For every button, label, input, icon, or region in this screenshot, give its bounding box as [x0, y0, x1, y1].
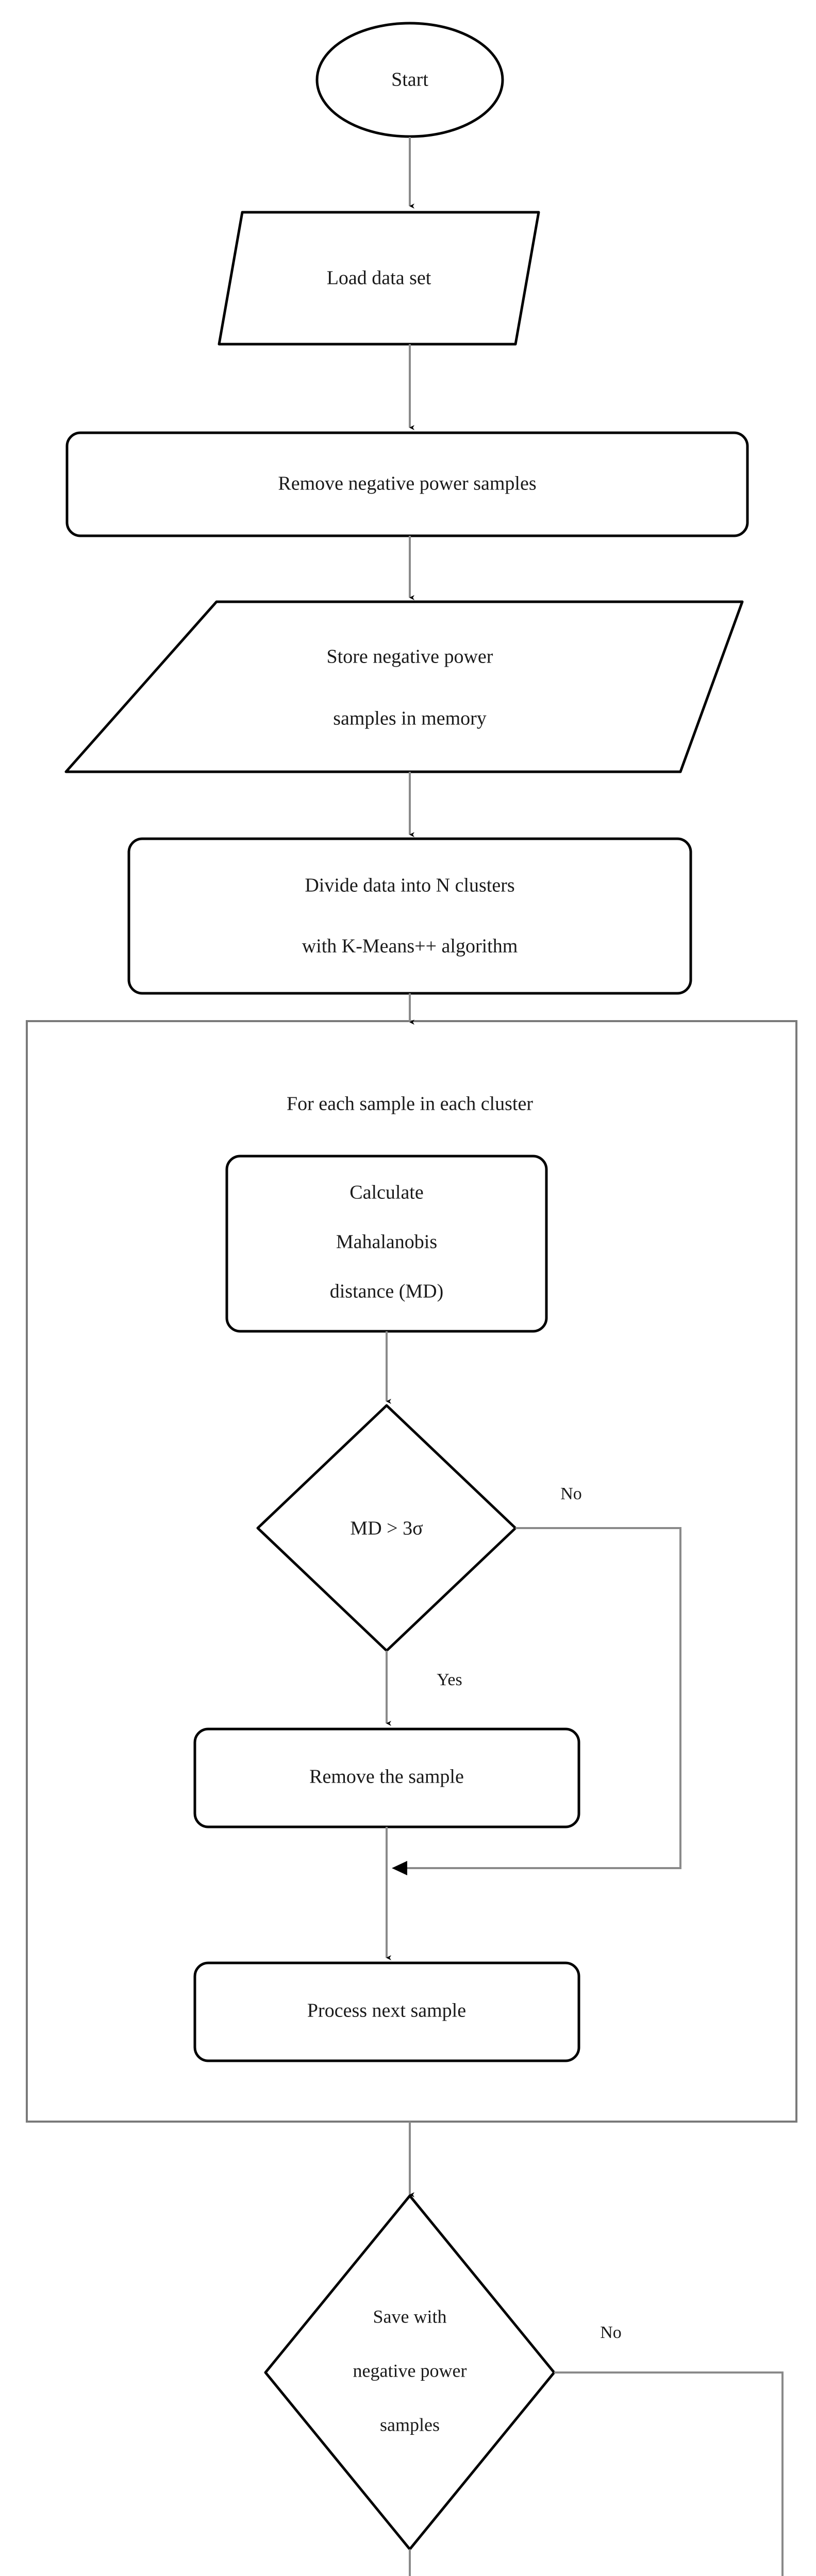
edge-label-md-yes: Yes	[437, 1670, 462, 1689]
node-decision-save-line1: Save with	[373, 2306, 447, 2327]
loop-container-title: For each sample in each cluster	[287, 1093, 533, 1115]
node-store-negative-parallelogram[interactable]	[64, 600, 744, 773]
node-start-label: Start	[391, 69, 428, 91]
edge-md-no-branch	[407, 1527, 681, 1869]
node-start-oval[interactable]	[315, 22, 504, 138]
node-decision-save-line2: negative power	[353, 2360, 467, 2381]
node-calculate-md-line3: distance (MD)	[330, 1281, 444, 1302]
node-load-data-set-label: Load data set	[327, 267, 431, 289]
node-remove-negative-label: Remove negative power samples	[278, 473, 536, 495]
edge-md-no-arrowhead	[392, 1861, 407, 1875]
edge-save-no-branch	[554, 2371, 784, 2576]
node-remove-the-sample-label: Remove the sample	[309, 1766, 464, 1788]
node-calculate-md-line2: Mahalanobis	[336, 1231, 437, 1253]
node-process-next-sample[interactable]	[193, 1961, 580, 2062]
node-remove-negative-power-samples[interactable]	[65, 431, 749, 537]
node-divide-into-clusters[interactable]	[127, 837, 692, 995]
edge-label-save-yes: Yes	[454, 2574, 479, 2576]
node-calculate-md-line1: Calculate	[349, 1182, 423, 1204]
node-store-negative-line2: samples in memory	[333, 708, 487, 730]
node-divide-clusters-line1: Divide data into N clusters	[305, 875, 514, 896]
edge-label-save-no: No	[600, 2323, 622, 2342]
node-process-next-sample-label: Process next sample	[307, 2000, 466, 2022]
node-decision-save-line3: samples	[380, 2414, 440, 2435]
node-divide-clusters-line2: with K-Means++ algorithm	[302, 936, 518, 957]
node-store-negative-line1: Store negative power	[327, 646, 493, 668]
edge-label-md-no: No	[560, 1484, 582, 1503]
node-load-data-set-parallelogram[interactable]	[218, 211, 540, 346]
node-decision-md-label: MD > 3σ	[350, 1518, 423, 1539]
